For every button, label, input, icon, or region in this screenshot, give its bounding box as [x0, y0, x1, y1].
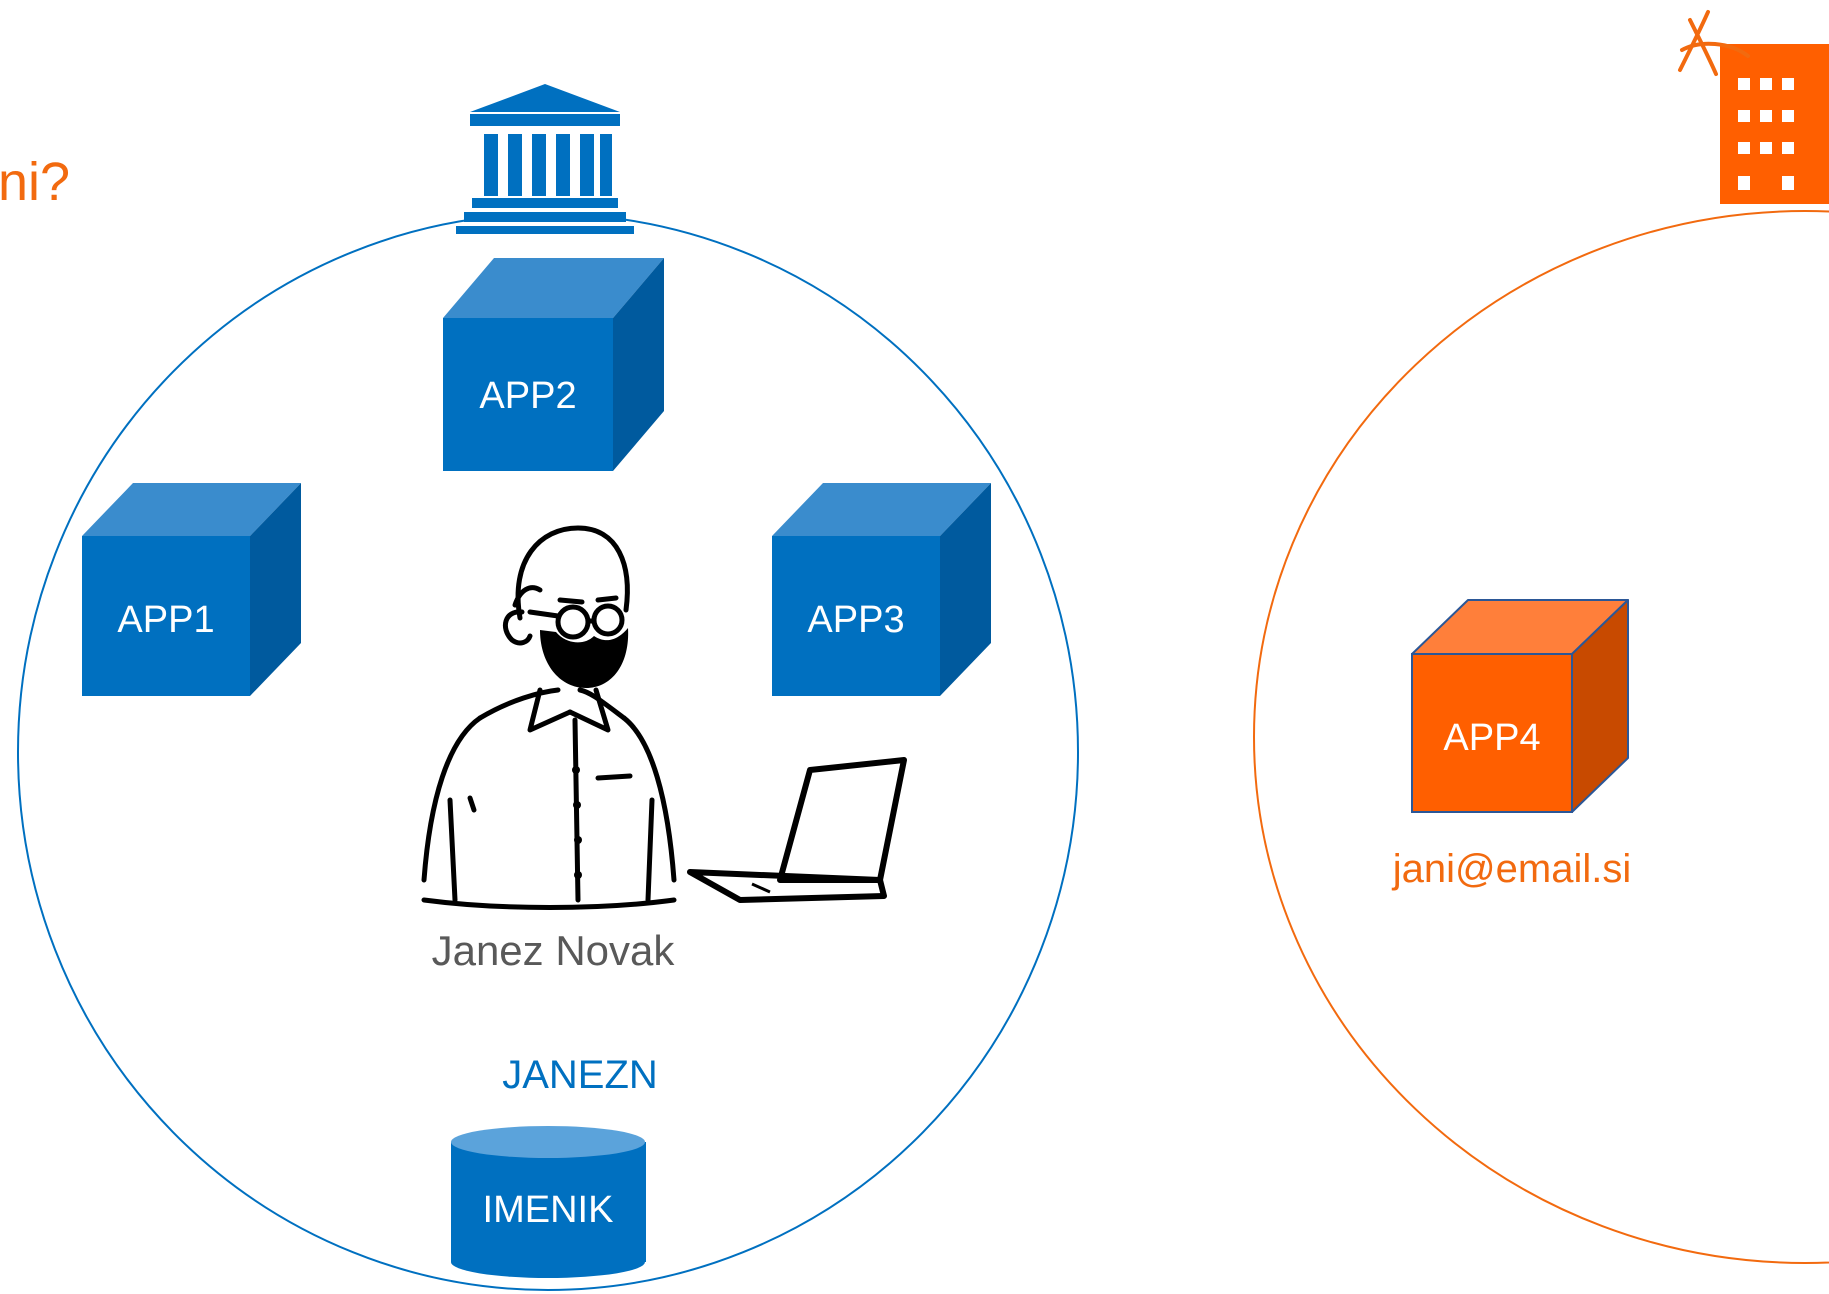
right-domain-circle [1253, 210, 1829, 1264]
email-label: jani@email.si [1392, 847, 1631, 891]
office-building-icon [1678, 10, 1829, 204]
app3-label: APP3 [807, 599, 904, 641]
app4-label: APP4 [1443, 717, 1540, 759]
imenik-label: IMENIK [483, 1189, 614, 1231]
person-name: Janez Novak [432, 927, 676, 974]
shirt-buttons [572, 766, 582, 879]
app1-label: APP1 [117, 599, 214, 641]
government-building-icon [456, 84, 634, 234]
app1-cube[interactable]: APP1 [82, 483, 301, 696]
app3-cube[interactable]: APP3 [772, 483, 991, 696]
app4-cube[interactable]: APP4 [1411, 599, 1629, 813]
person-illustration [421, 525, 677, 910]
app2-label: APP2 [479, 375, 576, 417]
laptop-icon [687, 757, 907, 903]
app2-cube[interactable]: APP2 [443, 258, 664, 471]
slide-title: ni? [0, 152, 70, 212]
beard-shape [540, 628, 629, 688]
imenik-database[interactable]: IMENIK [451, 1126, 646, 1278]
username-label: JANEZN [502, 1053, 658, 1097]
